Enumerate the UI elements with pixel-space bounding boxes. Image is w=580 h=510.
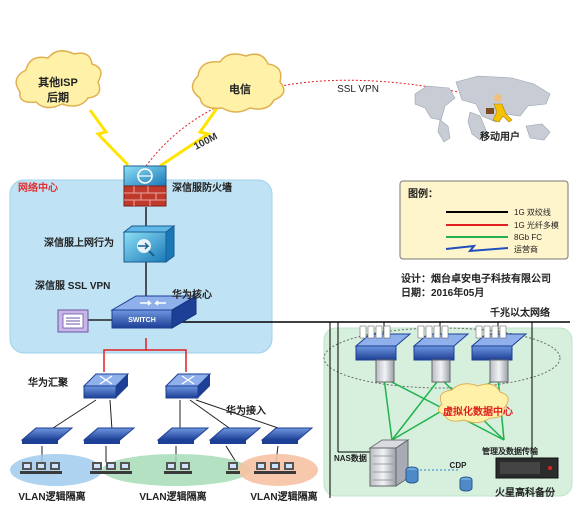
cdp-disk-icon	[405, 466, 419, 484]
mobile-user-icon	[486, 94, 513, 123]
isp-other-label-line1: 其他ISP	[38, 75, 78, 89]
network-center-label: 网络中心	[18, 181, 58, 194]
aggregation-label: 华为汇聚	[28, 376, 69, 389]
pc-icon	[282, 462, 296, 474]
access-switch-1	[20, 427, 74, 444]
pc-icon	[34, 462, 48, 474]
vm-server-3	[470, 325, 528, 383]
vlan-label-3: VLAN逻辑隔离	[250, 490, 317, 503]
agg1-access-b	[109, 399, 113, 431]
isp-link-telecom	[159, 103, 222, 168]
core-to-agg-link	[103, 338, 147, 372]
backup-appliance	[495, 457, 559, 479]
virtual-dc-label: 虚拟化数据中心	[443, 405, 513, 418]
legend-box: 图例： 1G 双绞线 1G 光纤多模 8Gb FC 运营商	[399, 180, 569, 260]
access-switch-2	[82, 427, 136, 444]
vlan-label-1: VLAN逻辑隔离	[18, 490, 85, 503]
pc-icon	[226, 462, 240, 474]
agg2-access-c	[195, 399, 285, 431]
pc-icon	[254, 462, 268, 474]
telecom-label: 电信	[229, 82, 251, 96]
access-label: 华为接入	[226, 404, 266, 417]
core-to-agg-link-2	[146, 349, 187, 372]
date-text: 日期：2016年05月	[401, 286, 484, 299]
legend-item-fiber: 1G 光纤多模	[514, 220, 559, 230]
ssl-vpn-device	[57, 309, 89, 333]
core-label: 华为核心	[172, 288, 212, 301]
backup-label: 火星高科备份	[495, 486, 556, 499]
firewall-label: 深信服防火墙	[172, 181, 232, 194]
pc-icon	[48, 462, 62, 474]
pc-icon	[90, 462, 104, 474]
access-switch-3	[156, 427, 210, 444]
mobile-user-label: 移动用户	[480, 130, 520, 143]
telecom-cloud: 电信	[191, 53, 285, 113]
core-switch: SWITCH	[110, 295, 198, 329]
aggregation-switch-2	[164, 373, 212, 399]
agg1-access-a	[49, 399, 97, 431]
core-switch-text: SWITCH	[128, 317, 156, 324]
nas-label: NAS数据	[334, 453, 367, 463]
vm-server-1	[354, 325, 412, 383]
ssl-vpn-device-label: 深信服 SSL VPN	[35, 279, 110, 292]
legend-title: 图例：	[408, 187, 438, 200]
pc-icon	[164, 462, 178, 474]
aggregation-switch-1	[82, 373, 130, 399]
pc-icon	[268, 462, 282, 474]
access-switch-5	[260, 427, 314, 444]
firewall-device	[123, 165, 167, 207]
cdp-label: CDP	[450, 461, 468, 470]
pc-icon	[178, 462, 192, 474]
isp-other-label-line2: 后期	[47, 90, 69, 104]
legend-item-carrier: 运营商	[514, 244, 538, 254]
behavior-device	[122, 225, 176, 263]
legend-item-twisted-pair: 1G 双绞线	[514, 207, 551, 217]
pc-icon	[104, 462, 118, 474]
legend-swatch-carrier	[445, 244, 509, 253]
backup-disk-icon	[459, 476, 473, 492]
isp-link-other	[88, 109, 130, 167]
acc4-pc	[225, 445, 237, 463]
vm-server-2	[412, 325, 470, 383]
agg2-access-b	[189, 399, 233, 431]
nas-storage	[368, 439, 410, 487]
ssl-vpn-link-label: SSL VPN	[337, 84, 379, 95]
pc-cluster	[20, 462, 296, 474]
access-switch-4	[208, 427, 262, 444]
mgmt-transfer-label: 管理及数据传输	[482, 446, 539, 456]
pc-icon	[118, 462, 132, 474]
legend-item-fc: 8Gb FC	[514, 233, 542, 242]
designer-text: 设计：烟台卓安电子科技有限公司	[401, 272, 551, 285]
behavior-label: 深信服上网行为	[44, 236, 114, 249]
isp-other-cloud: 其他ISP 后期	[15, 50, 102, 109]
virtual-dc-badge: 虚拟化数据中心	[438, 383, 513, 424]
gigabit-label: 千兆以太网络	[490, 306, 550, 319]
vlan-label-2: VLAN逻辑隔离	[139, 490, 206, 503]
pc-icon	[20, 462, 34, 474]
world-map	[414, 75, 551, 143]
